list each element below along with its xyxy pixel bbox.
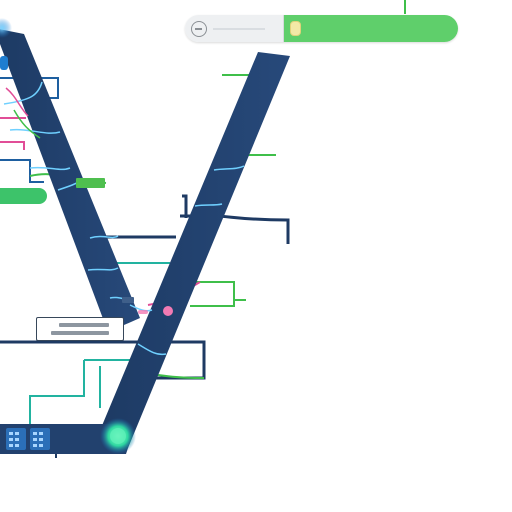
glow-node-core xyxy=(110,428,126,444)
overlay-wire-1 xyxy=(3,81,43,105)
pink-small-node xyxy=(138,310,148,314)
status-pill-right[interactable] xyxy=(284,15,458,42)
wire-navy-low xyxy=(0,340,206,380)
green-tag xyxy=(76,178,105,188)
legend-line-1 xyxy=(59,323,109,327)
overlay-wire-5 xyxy=(213,165,245,171)
dial-icon xyxy=(191,20,207,37)
junction-chip xyxy=(122,297,134,303)
track-left-diagonal xyxy=(0,29,140,332)
overlay-wire-11 xyxy=(137,343,167,356)
wire-pink-mid xyxy=(0,141,25,150)
status-pill-left[interactable] xyxy=(185,15,284,42)
overlay-wire-8 xyxy=(87,267,119,271)
blue-node-stem xyxy=(0,56,8,70)
wire-blue-mid xyxy=(0,159,44,183)
wire-teal-drop xyxy=(29,360,85,430)
track-overlay-wires xyxy=(3,81,245,356)
left-placeholder-bar xyxy=(213,28,265,30)
capsule-icon xyxy=(290,21,301,36)
blue-node-top xyxy=(0,18,12,38)
overlay-wire-7 xyxy=(89,235,119,239)
track-right-diagonal xyxy=(96,52,290,448)
grid-chips xyxy=(6,428,50,450)
overlay-wire-3 xyxy=(29,166,71,171)
overlay-wire-2 xyxy=(9,128,61,134)
green-side-button[interactable] xyxy=(0,188,47,204)
pink-capsule-node xyxy=(163,306,173,316)
overlay-wire-6 xyxy=(194,203,223,207)
wire-navy-bracket xyxy=(182,194,188,218)
legend-box xyxy=(36,317,124,341)
legend-line-2 xyxy=(51,331,109,335)
overlay-wire-green xyxy=(13,109,41,139)
overlay-wire-pink xyxy=(5,87,29,117)
status-pill[interactable] xyxy=(185,15,458,42)
wire-green-loop xyxy=(180,281,235,307)
